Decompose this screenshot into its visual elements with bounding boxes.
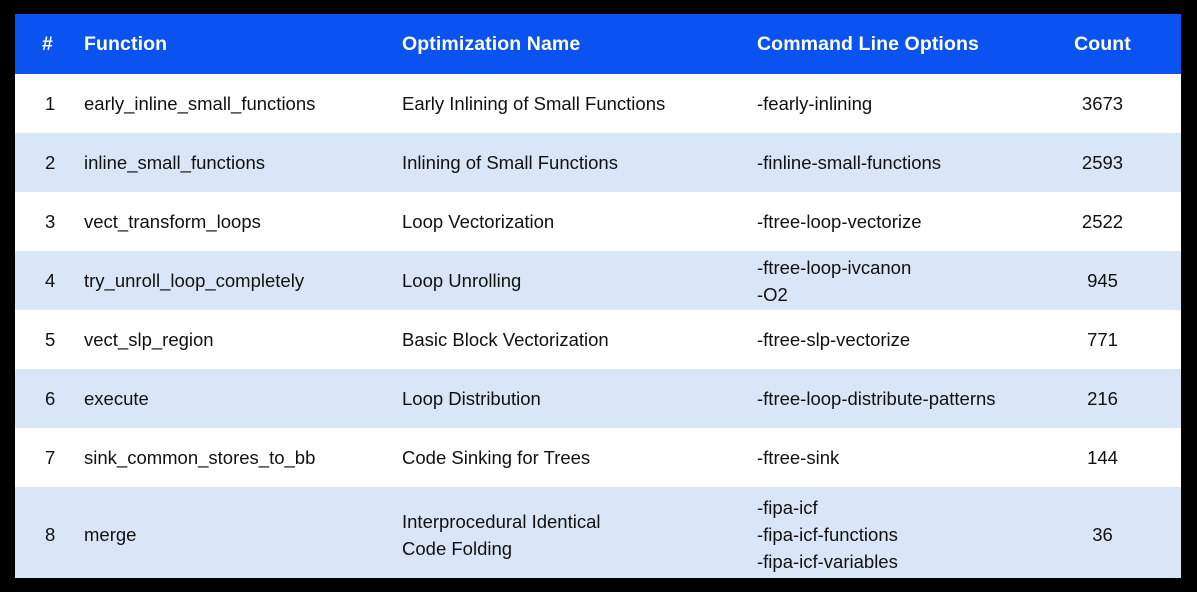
cell-command-line-options: -ftree-loop-ivcanon -O2 <box>757 256 912 305</box>
cell-count: 3673 <box>1081 93 1124 114</box>
cell-command-line-options: -ftree-loop-distribute-patterns <box>757 388 996 409</box>
cell-optimization-name: Basic Block Vectorization <box>402 329 609 350</box>
cell-number: 7 <box>45 447 56 468</box>
cell-number: 3 <box>45 211 56 232</box>
cell-optimization-name: Loop Distribution <box>402 388 541 409</box>
table-row: 2 inline_small_functions Inlining of Sma… <box>15 133 1181 192</box>
cell-command-line-options: -fearly-inlining <box>757 93 873 114</box>
cell-function: vect_transform_loops <box>84 211 261 232</box>
cell-optimization-name: Code Sinking for Trees <box>402 447 591 468</box>
table-row: 5 vect_slp_region Basic Block Vectorizat… <box>15 310 1181 369</box>
column-header-function[interactable]: Function <box>70 14 386 74</box>
table-row: 3 vect_transform_loops Loop Vectorizatio… <box>15 192 1181 251</box>
cell-number: 2 <box>45 152 56 173</box>
cell-optimization-name: Inlining of Small Functions <box>402 152 618 173</box>
optimization-table: # Function Optimization Name Command Lin… <box>15 14 1181 578</box>
cell-count: 144 <box>1087 447 1118 468</box>
table-header-row: # Function Optimization Name Command Lin… <box>15 14 1181 74</box>
cell-function: execute <box>84 388 149 409</box>
cell-function: sink_common_stores_to_bb <box>84 447 316 468</box>
cell-count: 2522 <box>1081 211 1124 232</box>
table-row: 1 early_inline_small_functions Early Inl… <box>15 74 1181 133</box>
optimization-table-frame: # Function Optimization Name Command Lin… <box>15 14 1181 578</box>
cell-function: early_inline_small_functions <box>84 93 316 114</box>
cell-count: 771 <box>1087 329 1118 350</box>
cell-count: 36 <box>1092 524 1113 545</box>
cell-number: 6 <box>45 388 56 409</box>
table-row: 8 merge Interprocedural Identical Code F… <box>15 487 1181 578</box>
table-row: 4 try_unroll_loop_completely Loop Unroll… <box>15 251 1181 310</box>
cell-number: 4 <box>45 270 56 291</box>
cell-count: 2593 <box>1081 152 1124 173</box>
cell-optimization-name: Early Inlining of Small Functions <box>402 93 666 114</box>
cell-function: merge <box>84 524 137 545</box>
cell-count: 945 <box>1087 270 1118 291</box>
cell-function: try_unroll_loop_completely <box>84 270 305 291</box>
column-header-optimization-name[interactable]: Optimization Name <box>386 14 739 74</box>
cell-number: 8 <box>45 524 56 545</box>
cell-function: vect_slp_region <box>84 329 214 350</box>
column-header-number[interactable]: # <box>15 14 70 74</box>
table-row: 7 sink_common_stores_to_bb Code Sinking … <box>15 428 1181 487</box>
cell-count: 216 <box>1087 388 1118 409</box>
cell-command-line-options: -ftree-loop-vectorize <box>757 211 922 232</box>
cell-command-line-options: -ftree-sink <box>757 447 840 468</box>
cell-command-line-options: -fipa-icf -fipa-icf-functions -fipa-icf-… <box>757 497 898 572</box>
table-header: # Function Optimization Name Command Lin… <box>15 14 1181 74</box>
cell-optimization-name: Loop Vectorization <box>402 211 555 232</box>
cell-command-line-options: -ftree-slp-vectorize <box>757 329 911 350</box>
column-header-command-line-options[interactable]: Command Line Options <box>739 14 1040 74</box>
table-body: 1 early_inline_small_functions Early Inl… <box>15 74 1181 578</box>
cell-function: inline_small_functions <box>84 152 265 173</box>
cell-optimization-name: Loop Unrolling <box>402 270 522 291</box>
table-row: 6 execute Loop Distribution -ftree-loop-… <box>15 369 1181 428</box>
column-header-count[interactable]: Count <box>1040 14 1181 74</box>
cell-number: 5 <box>45 329 56 350</box>
cell-optimization-name: Interprocedural Identical Code Folding <box>402 510 601 559</box>
cell-number: 1 <box>45 93 56 114</box>
cell-command-line-options: -finline-small-functions <box>757 152 942 173</box>
